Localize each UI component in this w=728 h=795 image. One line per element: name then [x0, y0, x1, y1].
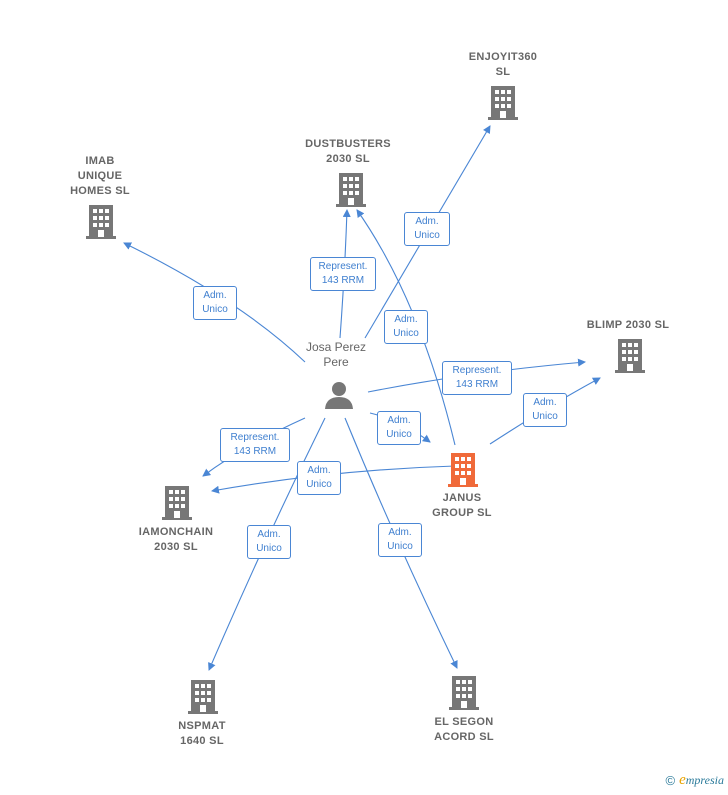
edge-label: Adm. Unico — [193, 286, 237, 320]
building-icon[interactable] — [336, 173, 366, 212]
company-label-nspmat[interactable]: NSPMAT 1640 SL — [178, 720, 226, 747]
building-icon-highlighted[interactable] — [448, 453, 478, 492]
edge-label: Adm. Unico — [378, 523, 422, 557]
edge-label: Represent. 143 RRM — [442, 361, 512, 395]
company-label-dustbusters[interactable]: DUSTBUSTERS 2030 SL — [305, 138, 391, 165]
brand-initial: e — [679, 772, 686, 788]
brand-name: mpresia — [685, 773, 724, 787]
building-icon[interactable] — [449, 676, 479, 715]
edge-label: Adm. Unico — [247, 525, 291, 559]
building-icon[interactable] — [162, 486, 192, 525]
company-label-enjoyit360[interactable]: ENJOYIT360 SL — [468, 51, 538, 78]
company-label-blimp[interactable]: BLIMP 2030 SL — [586, 319, 670, 331]
edge-label: Adm. Unico — [297, 461, 341, 495]
edge-label: Adm. Unico — [384, 310, 428, 344]
empresia-watermark: © empresia — [666, 772, 725, 789]
company-label-iamonchain[interactable]: IAMONCHAIN 2030 SL — [138, 526, 214, 553]
company-label-elsegon[interactable]: EL SEGON ACORD SL — [434, 716, 494, 743]
copyright-icon: © — [665, 773, 676, 788]
edge-label: Adm. Unico — [404, 212, 450, 246]
building-icon[interactable] — [615, 339, 645, 378]
building-icon[interactable] — [86, 205, 116, 244]
edge-label: Adm. Unico — [377, 411, 421, 445]
person-icon[interactable] — [324, 380, 354, 415]
edge-label: Adm. Unico — [523, 393, 567, 427]
building-icon[interactable] — [488, 86, 518, 125]
company-label-imab[interactable]: IMAB UNIQUE HOMES SL — [70, 155, 130, 197]
company-label-janus[interactable]: JANUS GROUP SL — [432, 492, 492, 519]
edge-label: Represent. 143 RRM — [310, 257, 376, 291]
edge-label: Represent. 143 RRM — [220, 428, 290, 462]
building-icon[interactable] — [188, 680, 218, 719]
person-label[interactable]: Josa Perez Pere — [305, 340, 367, 369]
